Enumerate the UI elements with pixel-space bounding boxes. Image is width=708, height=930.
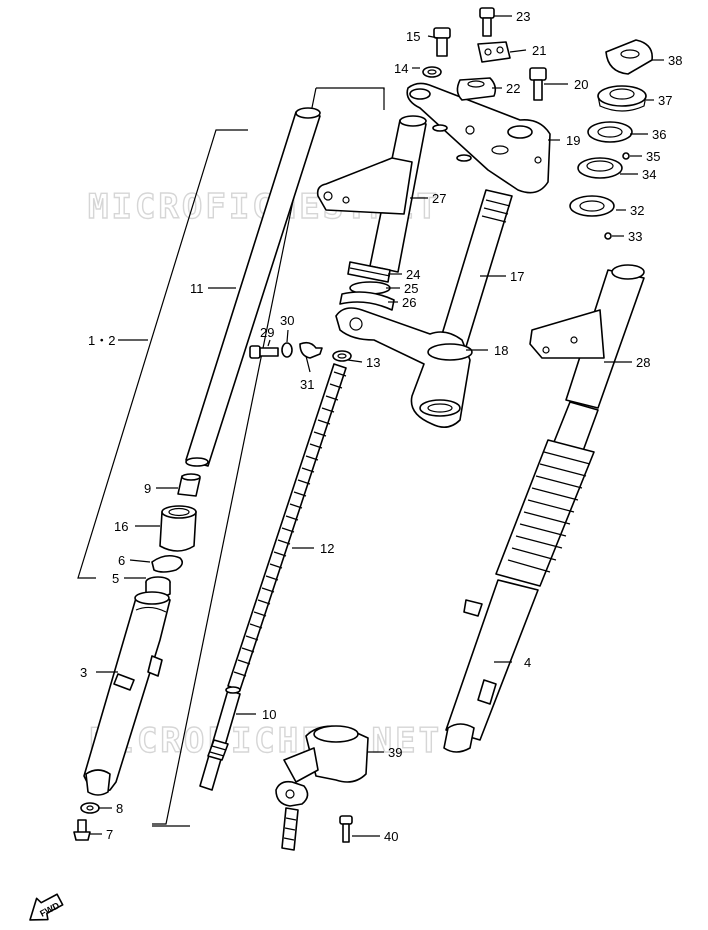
label-5: 5 <box>112 571 119 586</box>
label-19: 19 <box>566 133 580 148</box>
race-32 <box>569 195 615 217</box>
label-20: 20 <box>574 77 588 92</box>
steering-lock-39 <box>275 725 369 851</box>
label-30: 30 <box>280 313 294 328</box>
bearing-cone-37 <box>597 85 647 112</box>
label-25: 25 <box>404 281 418 296</box>
label-24: 24 <box>406 267 420 282</box>
label-21: 21 <box>532 43 546 58</box>
handlebar-holder-22 <box>456 77 497 101</box>
label-33: 33 <box>628 229 642 244</box>
label-36: 36 <box>652 127 666 142</box>
seat-13 <box>332 350 352 362</box>
label-27: 27 <box>432 191 446 206</box>
assembly-bracket-left <box>77 129 248 579</box>
label-39: 39 <box>388 745 402 760</box>
stem-nut-38 <box>605 39 653 75</box>
label-40: 40 <box>384 829 398 844</box>
label-15: 15 <box>406 29 420 44</box>
washer-8 <box>80 802 100 814</box>
label-1-2: 1・2 <box>88 333 115 348</box>
label-17: 17 <box>510 269 524 284</box>
lower-bracket-18 <box>335 307 473 428</box>
bolt-23 <box>479 7 495 37</box>
label-23: 23 <box>516 9 530 24</box>
race-34 <box>577 157 623 179</box>
damper-rod <box>199 686 241 791</box>
label-34: 34 <box>642 167 656 182</box>
upper-bracket-19 <box>406 82 551 194</box>
collar-9 <box>177 473 201 497</box>
screw-40 <box>339 815 353 843</box>
outer-tube-right <box>443 401 599 753</box>
label-35: 35 <box>646 149 660 164</box>
label-37: 37 <box>658 93 672 108</box>
watermark-bottom: MICROFICHES.NET <box>90 721 442 761</box>
clip-31 <box>299 341 323 359</box>
leader-lines <box>90 15 664 837</box>
label-11: 11 <box>190 281 204 296</box>
label-16: 16 <box>114 519 128 534</box>
race-36 <box>587 121 633 143</box>
dust-seal-16 <box>159 505 197 552</box>
bolt-7 <box>73 819 91 841</box>
holder-cap-21 <box>477 41 511 63</box>
label-4: 4 <box>524 655 531 670</box>
bolt-15 <box>433 27 451 57</box>
label-32: 32 <box>630 203 644 218</box>
label-29: 29 <box>260 325 274 340</box>
outer-tube-left <box>83 591 171 796</box>
label-9: 9 <box>144 481 151 496</box>
bolt-29 <box>249 345 279 359</box>
washer-30 <box>281 342 293 358</box>
fork-spring <box>227 363 347 691</box>
washer-14 <box>422 66 442 78</box>
label-18: 18 <box>494 343 508 358</box>
label-13: 13 <box>366 355 380 370</box>
label-26: 26 <box>402 295 416 310</box>
fwd-arrow-icon: FWD <box>29 893 64 921</box>
ball-33 <box>604 232 612 240</box>
label-8: 8 <box>116 801 123 816</box>
ball-35 <box>622 152 630 160</box>
label-14: 14 <box>394 61 408 76</box>
label-3: 3 <box>80 665 87 680</box>
label-10: 10 <box>262 707 276 722</box>
fork-cover-27 <box>316 115 427 273</box>
label-22: 22 <box>506 81 520 96</box>
inner-tube <box>185 107 321 467</box>
label-31: 31 <box>300 377 314 392</box>
label-7: 7 <box>106 827 113 842</box>
assembly-bracket-center <box>152 87 385 827</box>
part-labels: 1・2 3 4 5 6 7 8 9 10 11 12 13 14 15 16 1… <box>80 9 682 844</box>
label-38: 38 <box>668 53 682 68</box>
fork-cover-28 <box>529 264 645 409</box>
label-28: 28 <box>636 355 650 370</box>
ring-26 <box>339 291 395 311</box>
label-12: 12 <box>320 541 334 556</box>
ring-24 <box>347 261 391 283</box>
label-6: 6 <box>118 553 125 568</box>
bolt-20 <box>529 67 547 101</box>
circlip-6 <box>151 554 184 573</box>
